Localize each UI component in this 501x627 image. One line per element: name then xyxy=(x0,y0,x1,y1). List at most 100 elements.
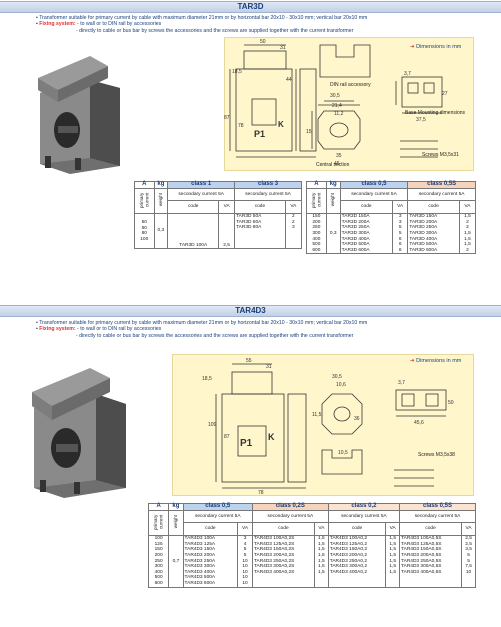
header-class-05s: class 0,5S xyxy=(407,181,476,189)
svg-text:30,5: 30,5 xyxy=(332,374,342,380)
tar3d-dims-title: ➜ Dimensions in mm xyxy=(410,44,461,50)
tar4d3-table: A kg class 0,5 class 0,2S class 0,2 clas… xyxy=(147,503,476,588)
secondary-current-label: secondary current 5A xyxy=(327,509,401,524)
header-class-05s: class 0,5S xyxy=(399,503,476,511)
tar3d-desc-3: - directly to cable or bus bar by screws… xyxy=(76,27,354,34)
svg-text:44: 44 xyxy=(286,77,292,83)
tar4d3-fixing-key: Fixing system: xyxy=(39,326,76,333)
class3-code-cell: TAR3D 50A TAR3D 60A TAR3D 80A xyxy=(234,213,286,250)
svg-text:15: 15 xyxy=(306,129,312,135)
va-header: VA xyxy=(385,522,401,537)
class05s-code-cell: TAR3D 150A TAR3D 200A TAR3D 250A TAR3D 3… xyxy=(407,213,460,255)
class05-code-cell: TAR4D3 100A TAR4D3 125A TAR4D3 150A TAR4… xyxy=(182,535,239,588)
header-a: A xyxy=(306,181,327,189)
svg-text:11,2: 11,2 xyxy=(334,111,344,117)
svg-text:K: K xyxy=(278,120,284,129)
secondary-current-label: secondary current 5A xyxy=(399,509,476,524)
tar4d3-desc-3: - directly to cable or bus bar by screws… xyxy=(76,332,354,339)
header-class-1: class 1 xyxy=(167,181,236,189)
arrow-right-icon: ➜ xyxy=(410,44,415,50)
svg-text:46: 46 xyxy=(334,161,340,167)
svg-text:45,6: 45,6 xyxy=(414,420,424,426)
class05-code-cell: TAR3D 150A TAR3D 200A TAR3D 250A TAR3D 3… xyxy=(339,213,393,255)
class05s-code-cell: TAR4D3 100A0,5S TAR4D3 125A0,5S TAR4D3 1… xyxy=(399,535,463,588)
tar3d-fixing-key: Fixing system: xyxy=(39,21,76,28)
svg-text:50: 50 xyxy=(448,400,454,406)
weight-cell: 0,3 xyxy=(153,213,169,250)
class05s-va-cell: 2,5 2,5 3,5 5 5 7,5 10 xyxy=(461,535,476,588)
tar4d3-section: TAR4D3 ▪ Transformer suitable for primar… xyxy=(0,300,501,627)
code-header: code xyxy=(399,522,463,537)
weight-label: weight xyxy=(330,192,336,207)
header-a: A xyxy=(134,181,155,189)
svg-text:18,5: 18,5 xyxy=(232,69,242,75)
va-header: VA xyxy=(237,522,253,537)
va-header: VA xyxy=(391,200,409,215)
svg-text:35: 35 xyxy=(336,153,342,159)
class05-va-cell: 3 4 5 5 10 10 10 10 10 xyxy=(237,535,253,588)
svg-text:55: 55 xyxy=(246,358,252,364)
header-a: A xyxy=(147,503,170,511)
arrow-right-icon: ➜ xyxy=(410,358,415,364)
primary-current-label: primary current xyxy=(153,513,164,530)
svg-text:21,4: 21,4 xyxy=(332,103,342,109)
svg-text:37,5: 37,5 xyxy=(416,117,426,123)
tar3d-title: TAR3D xyxy=(237,2,264,11)
secondary-current-label: secondary current 5A xyxy=(167,187,236,202)
svg-text:18,5: 18,5 xyxy=(202,376,212,382)
currents-cell: 100 125 150 200 250 300 400 500 600 xyxy=(147,535,170,588)
tar4d3-desc-2: - to wall or to DIN rail by accessories xyxy=(75,326,162,333)
svg-text:50: 50 xyxy=(260,39,266,45)
tar3d-base-label: Base Mounting dimensions xyxy=(405,110,466,116)
tar4d3-screws-label: Screws M3,5x38 xyxy=(418,452,455,458)
code-header: code xyxy=(327,522,387,537)
header-kg: kg xyxy=(153,181,169,189)
secondary-current-label: secondary current 5A xyxy=(339,187,409,202)
tar3d-screws-label: Screws M3,5x31 xyxy=(422,152,459,158)
class05-va-cell: 3 3 5 5 6 6 6 xyxy=(391,213,409,255)
svg-text:78: 78 xyxy=(258,490,264,494)
header-kg: kg xyxy=(168,503,184,511)
va-header: VA xyxy=(313,522,329,537)
tar3d-central-label: Central section xyxy=(316,162,350,168)
code-header: code xyxy=(182,522,239,537)
tar4d3-product-photo xyxy=(32,368,126,498)
tar4d3-dims-title: ➜ Dimensions in mm xyxy=(410,358,461,364)
va-header: VA xyxy=(218,200,236,215)
svg-text:109: 109 xyxy=(208,422,217,428)
tar3d-section: TAR3D ▪ Transformer suitable for primary… xyxy=(0,0,501,300)
code-header: code xyxy=(234,200,286,215)
class1-code-cell: TAR3D 100A xyxy=(167,213,220,250)
va-header: VA xyxy=(458,200,477,215)
weight-label: weight xyxy=(173,514,179,529)
tar3d-table-class05: A kg class 0,5 class 0,5S primary curren… xyxy=(306,181,477,255)
primary-current-label: primary current xyxy=(138,191,150,208)
class02-code-cell: TAR4D3 100A0,2 TAR4D3 125A0,2 TAR4D3 150… xyxy=(327,535,387,588)
class02s-code-cell: TAR4D3 100A0,2S TAR4D3 125A0,2S TAR4D3 1… xyxy=(251,535,315,588)
header-class-05: class 0,5 xyxy=(182,503,253,511)
svg-text:30,5: 30,5 xyxy=(330,93,340,99)
svg-text:31: 31 xyxy=(266,364,272,370)
secondary-current-label: secondary current 5A xyxy=(407,187,476,202)
svg-text:3,7: 3,7 xyxy=(404,71,411,77)
tar4d3-title: TAR4D3 xyxy=(235,306,266,315)
svg-text:3,7: 3,7 xyxy=(398,380,405,386)
svg-text:87: 87 xyxy=(224,434,230,440)
code-header: code xyxy=(167,200,220,215)
tar3d-description: ▪ Transformer suitable for primary curre… xyxy=(36,15,368,34)
svg-text:K: K xyxy=(268,432,275,442)
svg-text:10,6: 10,6 xyxy=(336,382,346,388)
class05s-va-cell: 1,5 2 2 1,5 1,5 1,5 2 xyxy=(458,213,477,255)
svg-text:P1: P1 xyxy=(254,129,265,139)
secondary-current-label: secondary current 5A xyxy=(251,509,329,524)
currents-cell: 150 200 250 300 400 500 600 xyxy=(306,213,327,255)
tar4d3-title-bar: TAR4D3 xyxy=(0,305,501,317)
weight-cell: 0,7 xyxy=(168,535,184,588)
primary-current-label: primary current xyxy=(310,191,322,208)
class02s-va-cell: 1,5 1,5 1,5 1,5 1,5 1,5 1,5 xyxy=(313,535,329,588)
tar3d-table-class1-3: A kg class 1 class 3 primary current wei… xyxy=(134,181,303,250)
header-class-02: class 0,2 xyxy=(327,503,401,511)
tar3d-desc-1: Transformer suitable for primary current… xyxy=(39,15,368,21)
